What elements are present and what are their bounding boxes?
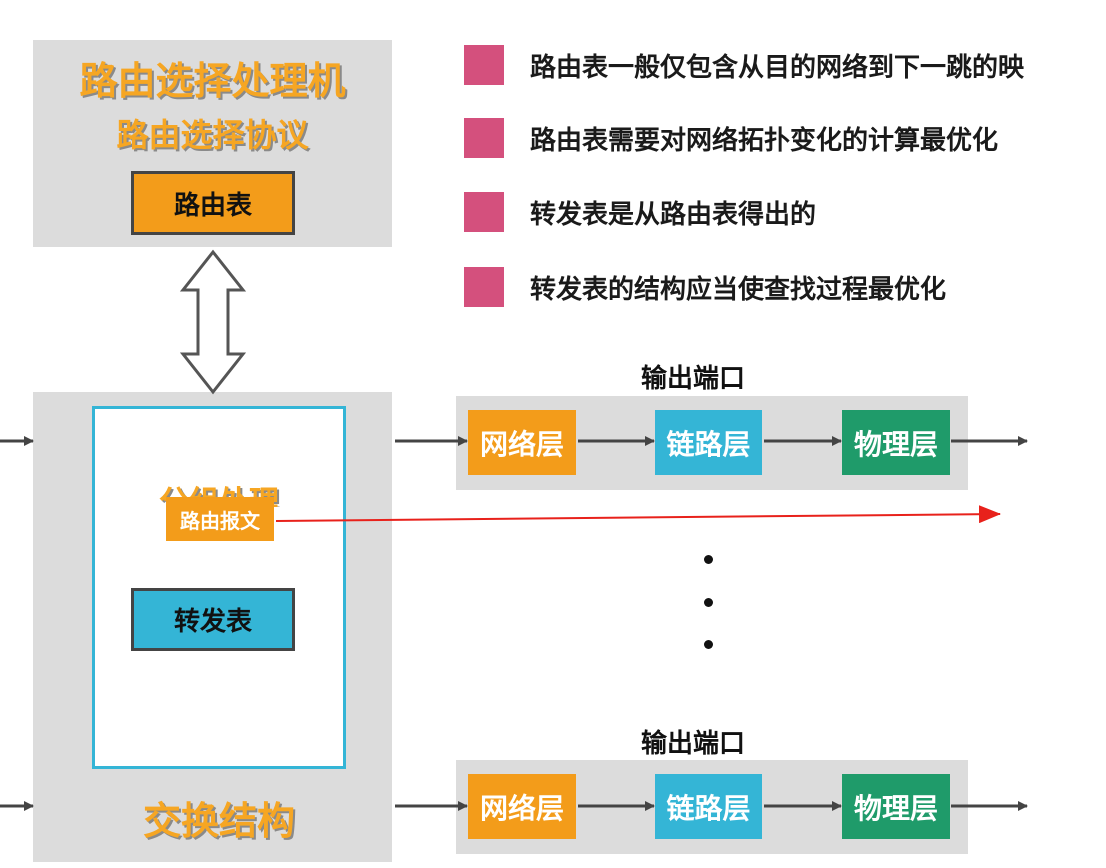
bullet-text: 路由表需要对网络拓扑变化的计算最优化 <box>530 125 999 156</box>
ellipsis-dot <box>704 598 713 607</box>
forwarding-table-box: 转发表 <box>131 588 295 651</box>
output-port-label: 输出端口 <box>641 364 746 394</box>
bullet-marker-icon <box>464 192 504 232</box>
physical-layer-box: 物理层 <box>842 410 950 475</box>
bidirectional-arrow-icon <box>179 249 247 395</box>
packet-processing-frame <box>92 406 346 769</box>
routing-protocol-label: 路由选择协议 <box>116 116 309 154</box>
bullet-marker-icon <box>464 118 504 158</box>
link-layer-box: 链路层 <box>655 410 762 475</box>
physical-layer-box: 物理层 <box>842 774 950 839</box>
ellipsis-dot <box>704 640 713 649</box>
bullet-text: 转发表的结构应当使查找过程最优化 <box>530 274 947 305</box>
routing-message-arrow <box>275 505 1001 524</box>
bullet-marker-icon <box>464 45 504 85</box>
bullet-item: 路由表一般仅包含从目的网络到下一跳的映 <box>464 45 1024 85</box>
network-layer-box: 网络层 <box>468 410 576 475</box>
output-port-label: 输出端口 <box>641 729 746 759</box>
link-layer-box: 链路层 <box>655 774 762 839</box>
routing-processor-title: 路由选择处理机 <box>79 59 346 103</box>
ellipsis-dot <box>704 555 713 564</box>
switch-fabric-label: 交换结构 <box>142 799 295 843</box>
bullet-item: 转发表的结构应当使查找过程最优化 <box>464 267 946 307</box>
bullet-text: 转发表是从路由表得出的 <box>530 199 817 230</box>
routing-message-box: 路由报文 <box>166 497 274 541</box>
bullet-item: 转发表是从路由表得出的 <box>464 192 816 232</box>
bullet-item: 路由表需要对网络拓扑变化的计算最优化 <box>464 118 998 158</box>
bullet-marker-icon <box>464 267 504 307</box>
network-layer-box: 网络层 <box>468 774 576 839</box>
routing-table-box: 路由表 <box>131 171 295 235</box>
bullet-text: 路由表一般仅包含从目的网络到下一跳的映 <box>530 52 1025 83</box>
